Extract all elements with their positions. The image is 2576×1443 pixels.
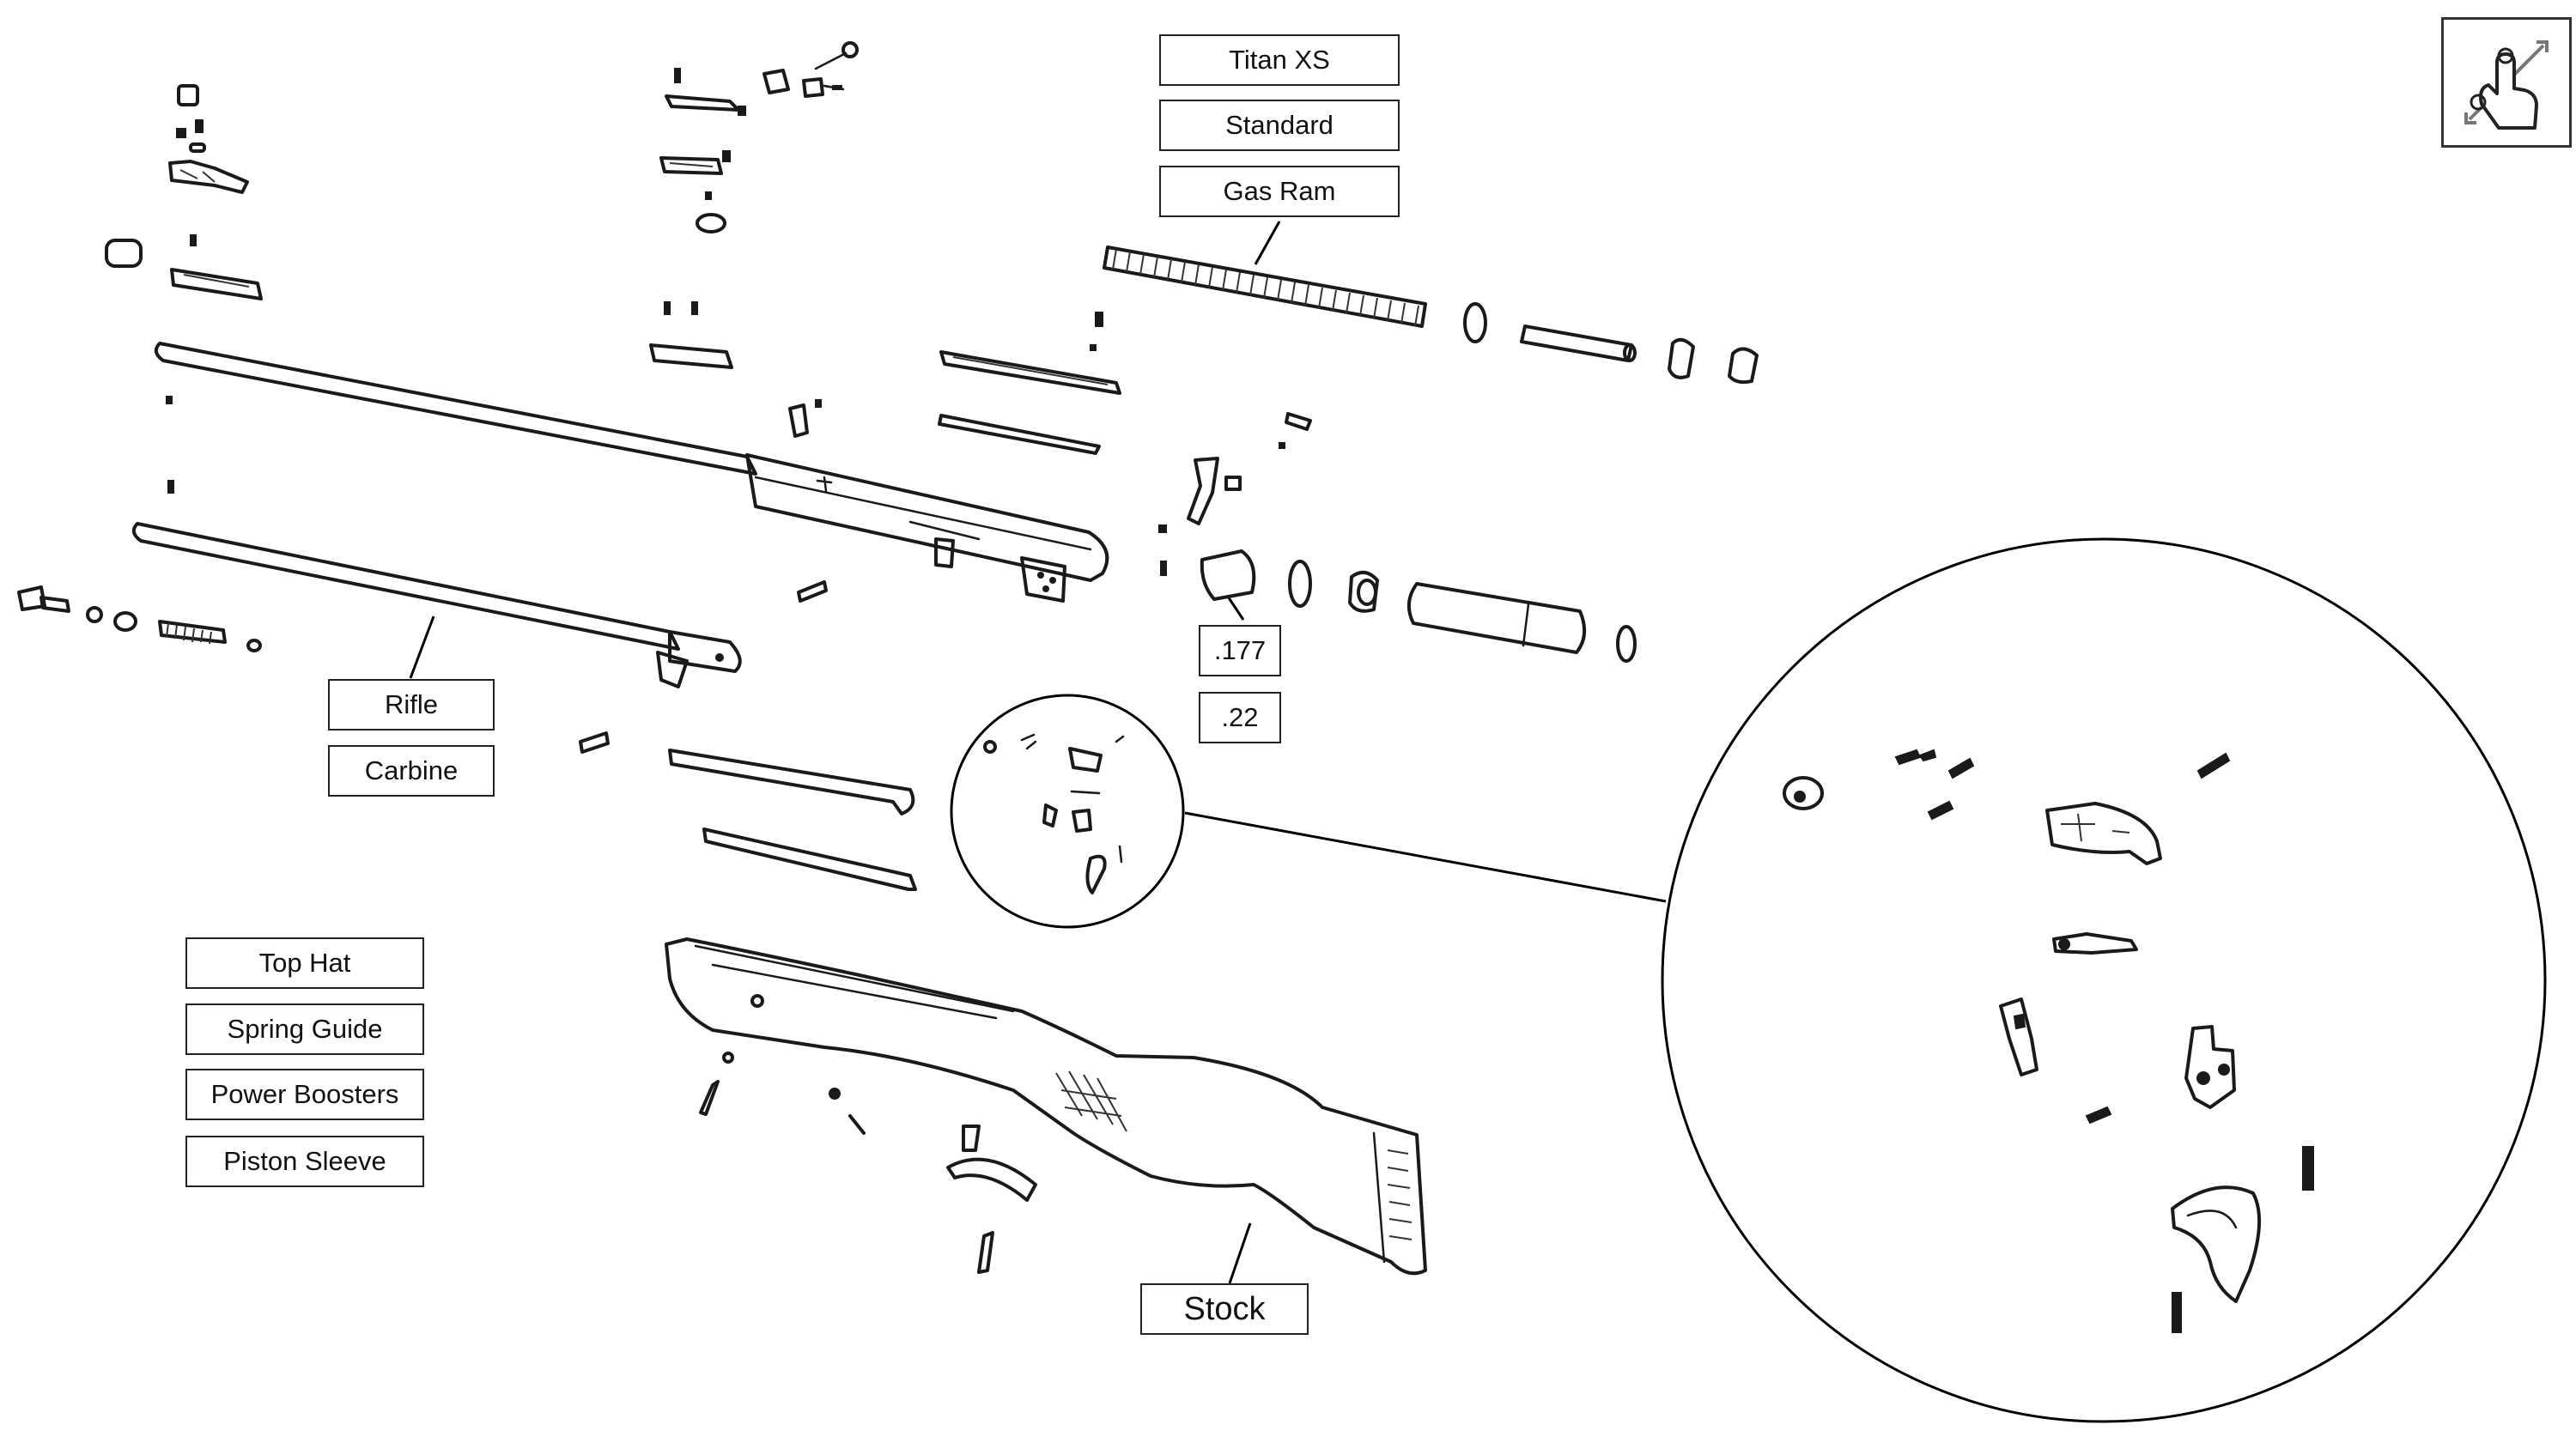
rear-sight-parts — [105, 84, 263, 494]
cocking-small-parts — [17, 585, 262, 652]
stock-button[interactable]: Stock — [1140, 1283, 1309, 1335]
caliber-22-button[interactable]: .22 — [1199, 692, 1281, 743]
top-hat-button[interactable]: Top Hat — [185, 937, 424, 989]
pinch-zoom-gesture-icon — [2464, 40, 2549, 130]
carbine-barrel — [131, 522, 742, 688]
titan-xs-button[interactable]: Titan XS — [1159, 34, 1400, 86]
piston-row — [579, 412, 1637, 754]
trigger-assembly-magnifier — [1661, 537, 2547, 1423]
standard-spring-button[interactable]: Standard — [1159, 100, 1400, 151]
stock-drawing — [665, 937, 1427, 1276]
cocking-arm-parts — [668, 749, 917, 891]
mainspring-assembly — [1103, 246, 1759, 385]
barrel-compression-tube — [154, 342, 1109, 603]
trigger-detail-small — [950, 694, 1185, 929]
rail-parts — [938, 312, 1121, 455]
power-boosters-button[interactable]: Power Boosters — [185, 1069, 424, 1120]
leader-lines — [409, 221, 1667, 1284]
caliber-177-button[interactable]: .177 — [1199, 625, 1281, 676]
piston-sleeve-button[interactable]: Piston Sleeve — [185, 1136, 424, 1187]
gas-ram-button[interactable]: Gas Ram — [1159, 166, 1400, 217]
spring-guide-button[interactable]: Spring Guide — [185, 1003, 424, 1055]
carbine-barrel-button[interactable]: Carbine — [328, 745, 495, 797]
zoom-gesture-button[interactable] — [2441, 17, 2572, 148]
top-center-small-parts — [649, 41, 859, 438]
rifle-barrel-button[interactable]: Rifle — [328, 679, 495, 731]
